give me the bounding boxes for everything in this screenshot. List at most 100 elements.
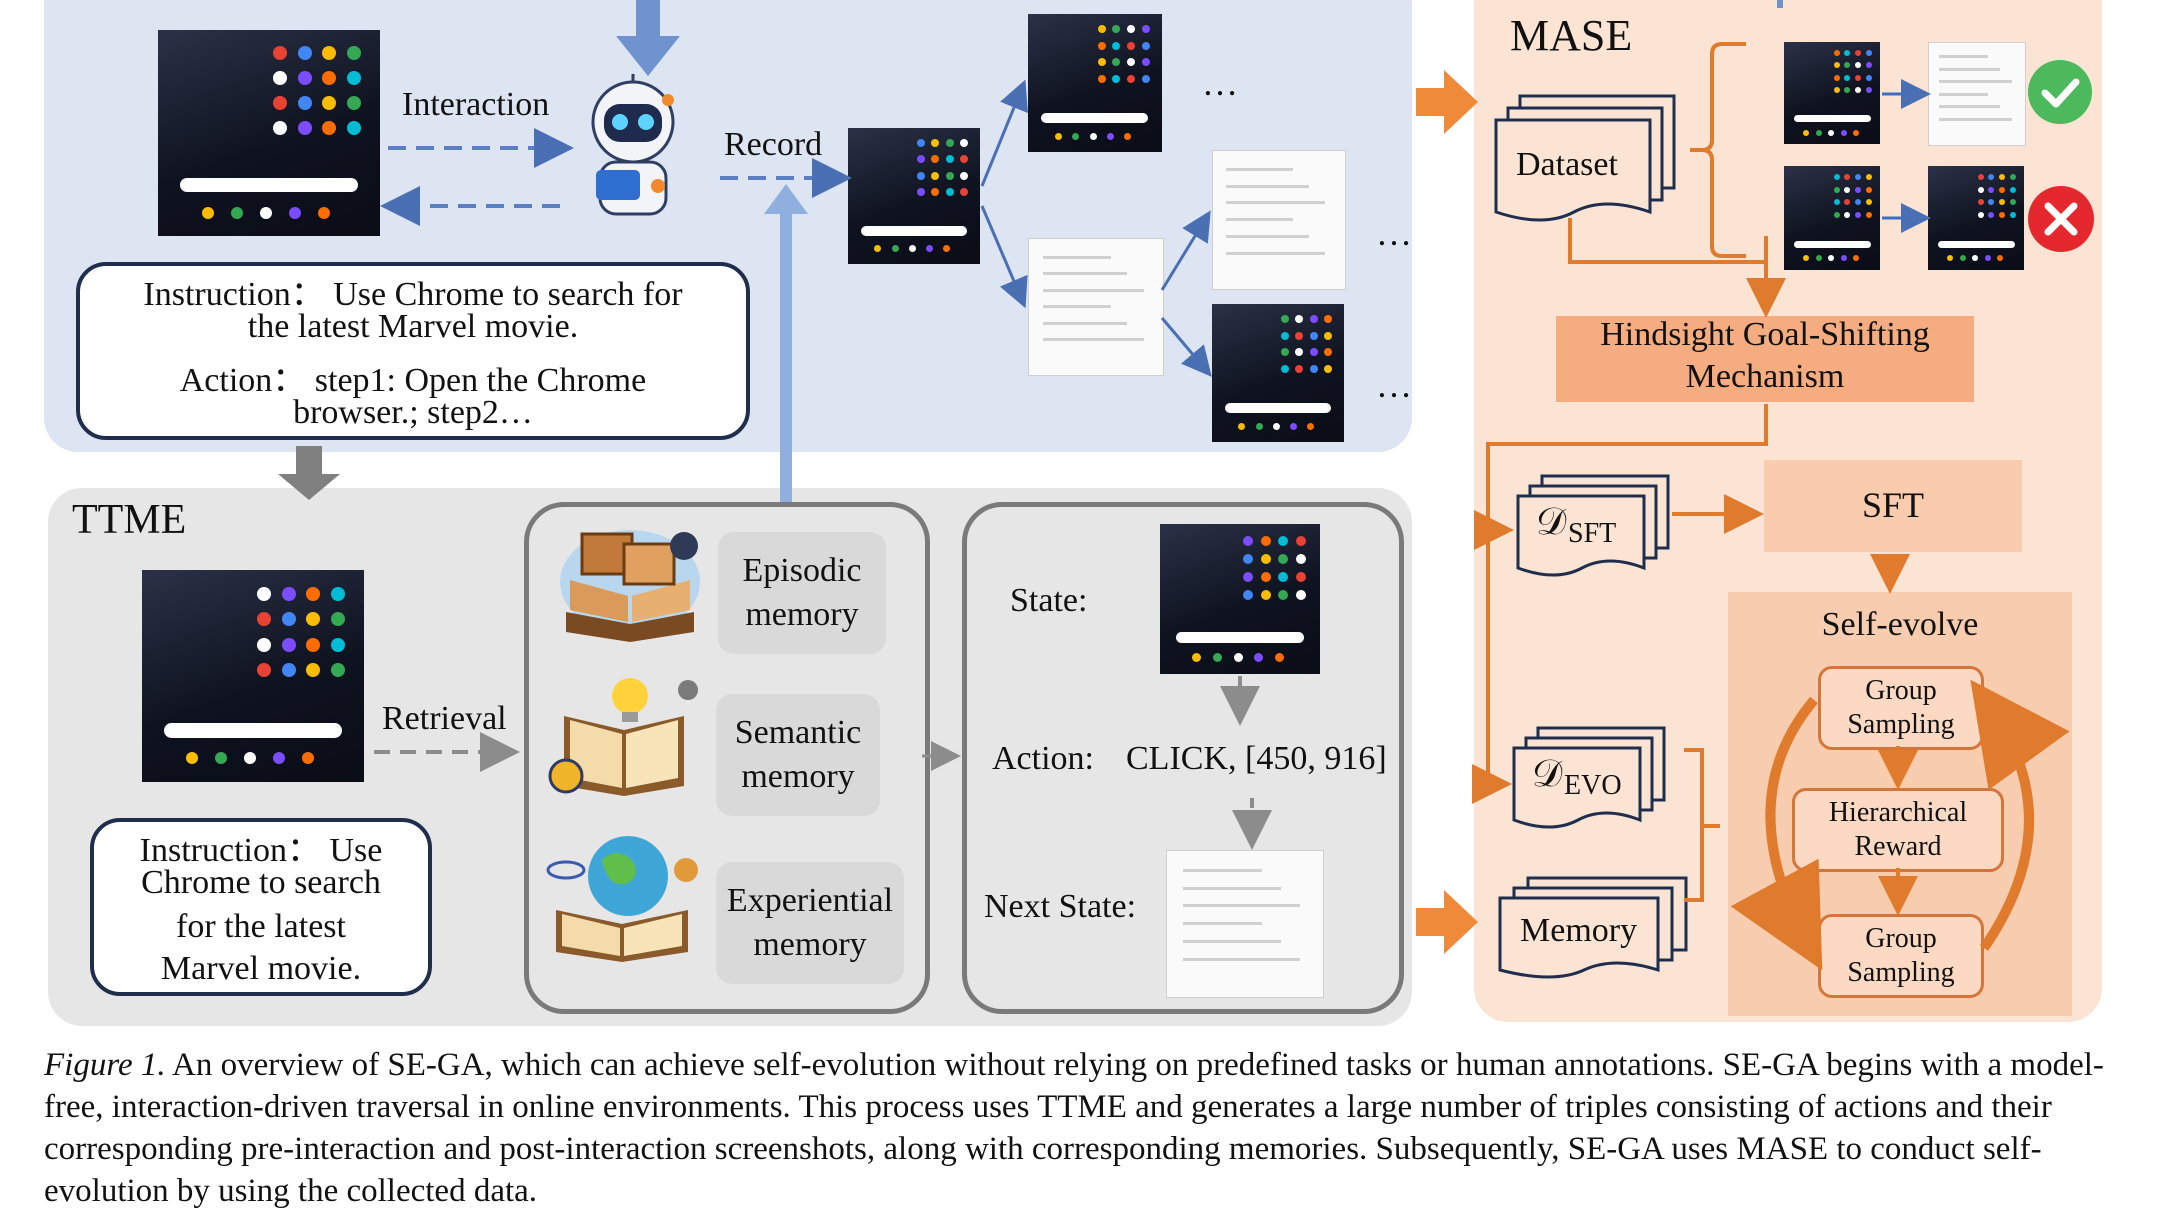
app-icon-dot	[298, 46, 312, 60]
app-icon-dot	[946, 172, 954, 180]
app-icon-dot	[1295, 348, 1303, 356]
page-line	[1939, 68, 2000, 71]
experiential-memory-line-1: Experiential	[726, 882, 894, 919]
experiential-memory-label: Experiential memory	[716, 862, 904, 984]
app-icon-dot	[1127, 42, 1135, 50]
dock-icon-dot	[1124, 133, 1131, 140]
app-icon-dot	[1112, 25, 1120, 33]
caption-label: Figure 1.	[44, 1047, 166, 1083]
app-icon-dot	[1978, 187, 1984, 193]
app-icon-dot	[1866, 62, 1872, 68]
d-evo-main: 𝒟	[1532, 753, 1563, 795]
app-icon-dot	[1855, 62, 1861, 68]
app-icon-dot	[322, 96, 336, 110]
app-icon-dot	[1844, 174, 1850, 180]
memory-label: Memory	[1520, 912, 1638, 949]
app-icon-dot	[1844, 50, 1850, 56]
page-line	[1226, 185, 1309, 188]
search-bar	[180, 178, 358, 192]
app-icon-dot	[1281, 348, 1289, 356]
dock-icon-dot	[231, 207, 243, 219]
app-icon-dot	[1834, 187, 1840, 193]
app-icon-dot	[347, 71, 361, 85]
experiential-memory-line-2: memory	[753, 926, 867, 963]
page-line	[1939, 118, 2012, 121]
app-icon-dot	[2010, 174, 2016, 180]
dock-icon-dot	[1213, 653, 1222, 662]
app-icon-dot	[298, 121, 312, 135]
app-icon-dot	[1296, 536, 1306, 546]
state-screenshot	[1160, 524, 1320, 674]
orange-arrow-top	[1416, 70, 1478, 134]
app-icon-dot	[282, 612, 296, 626]
app-icon-dot	[1834, 174, 1840, 180]
app-icon-dot	[306, 663, 320, 677]
app-icon-dot	[1988, 174, 1994, 180]
d-evo-sub: EVO	[1564, 770, 1622, 801]
app-icon-dot	[1844, 199, 1850, 205]
d-evo-node: 𝒟 EVO	[1508, 724, 1668, 829]
search-bar	[1041, 113, 1148, 123]
app-icon-dot	[1295, 315, 1303, 323]
dataset-node: Dataset	[1484, 90, 1684, 230]
dock-icon-dot	[1841, 255, 1847, 261]
app-icon-dot	[1127, 25, 1135, 33]
app-icon-dot	[1324, 348, 1332, 356]
app-icon-dot	[1281, 315, 1289, 323]
app-icon-dot	[1988, 199, 1994, 205]
dock-icon-dot	[1828, 130, 1834, 136]
app-icon-dot	[1866, 174, 1872, 180]
app-icon-dot	[1844, 62, 1850, 68]
app-icon-dot	[273, 121, 287, 135]
dock-icon-dot	[1307, 423, 1314, 430]
action-line-1: Action： step1: Open the Chrome	[179, 362, 647, 399]
app-icon-dot	[1866, 87, 1872, 93]
app-icon-dot	[931, 172, 939, 180]
app-icon-dot	[1310, 348, 1318, 356]
app-icon-dot	[1295, 365, 1303, 373]
ttme-instruction-line-1: Instruction： Use	[139, 832, 383, 869]
app-icon-dot	[1834, 87, 1840, 93]
app-icon-dot	[1834, 50, 1840, 56]
app-icon-dot	[273, 46, 287, 60]
episodic-memory-icon	[552, 520, 708, 644]
app-icon-dot	[1310, 365, 1318, 373]
app-icon-dot	[1278, 536, 1288, 546]
dataset-label: Dataset	[1516, 146, 1618, 183]
branch-screenshot-4	[1212, 304, 1344, 442]
page-line	[1939, 105, 2000, 108]
page-line	[1939, 93, 1988, 96]
episodic-memory-line-1: Episodic	[742, 552, 862, 589]
mase-screenshot-fail-after	[1928, 166, 2024, 270]
ellipsis-3: …	[1376, 365, 1412, 405]
dock-icon-dot	[1072, 133, 1079, 140]
group-sampling-1-line-2: Sampling	[1847, 709, 1955, 740]
app-icon-dot	[1978, 199, 1984, 205]
app-icon-dot	[273, 71, 287, 85]
app-icon-dot	[1834, 199, 1840, 205]
search-bar	[1176, 632, 1304, 643]
dock-icon-dot	[1290, 423, 1297, 430]
app-icon-dot	[946, 155, 954, 163]
page-line	[1226, 168, 1293, 171]
dock-icon-dot	[1254, 653, 1263, 662]
dock-icon-dot	[874, 245, 881, 252]
group-sampling-1-line-1: Group	[1865, 675, 1937, 706]
dock-icon-dot	[1828, 255, 1834, 261]
page-line	[1226, 201, 1325, 204]
mase-title: MASE	[1510, 11, 1633, 60]
app-icon-dot	[1261, 536, 1271, 546]
app-icon-dot	[1855, 75, 1861, 81]
app-icon-dot	[960, 155, 968, 163]
app-icon-dot	[1999, 174, 2005, 180]
cross-icon	[2028, 186, 2094, 252]
app-icon-dot	[1855, 174, 1861, 180]
app-icon-dot	[1142, 42, 1150, 50]
semantic-memory-icon	[544, 676, 704, 800]
app-icon-dot	[1324, 332, 1332, 340]
app-icon-dot	[282, 663, 296, 677]
dock-icon-dot	[273, 752, 285, 764]
page-line	[1043, 305, 1111, 308]
